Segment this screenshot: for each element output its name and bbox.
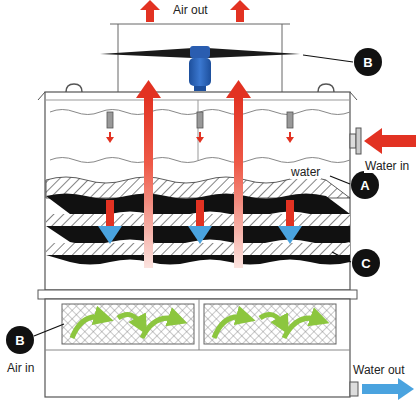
fan (100, 46, 300, 91)
flow-label: Water in (364, 160, 410, 173)
callout-circle: C (352, 249, 380, 277)
leader-line (34, 55, 353, 336)
basin (38, 290, 357, 397)
water-distribution (50, 110, 350, 163)
water-inlet (350, 128, 416, 154)
callout-letter: C (361, 257, 370, 270)
air-out-arrow (140, 0, 250, 22)
callout-circle: B (6, 326, 34, 354)
callout-circle: B (354, 48, 382, 76)
air-in-arrow (72, 314, 320, 338)
water-outlet (350, 378, 414, 400)
callout-letter: B (363, 56, 372, 69)
callout-circle: A (351, 171, 379, 199)
flow-label: Air out (172, 4, 209, 17)
flow-label: Water out (352, 364, 406, 377)
callout-letter: A (360, 179, 369, 192)
air-flow-arrow (136, 80, 251, 268)
fill-pack (46, 177, 350, 265)
fan-stack (110, 24, 290, 92)
callout-letter: B (15, 334, 24, 347)
part-label: water (290, 166, 321, 179)
cabinet-housing (38, 84, 357, 290)
flow-label: Air in (6, 362, 35, 375)
